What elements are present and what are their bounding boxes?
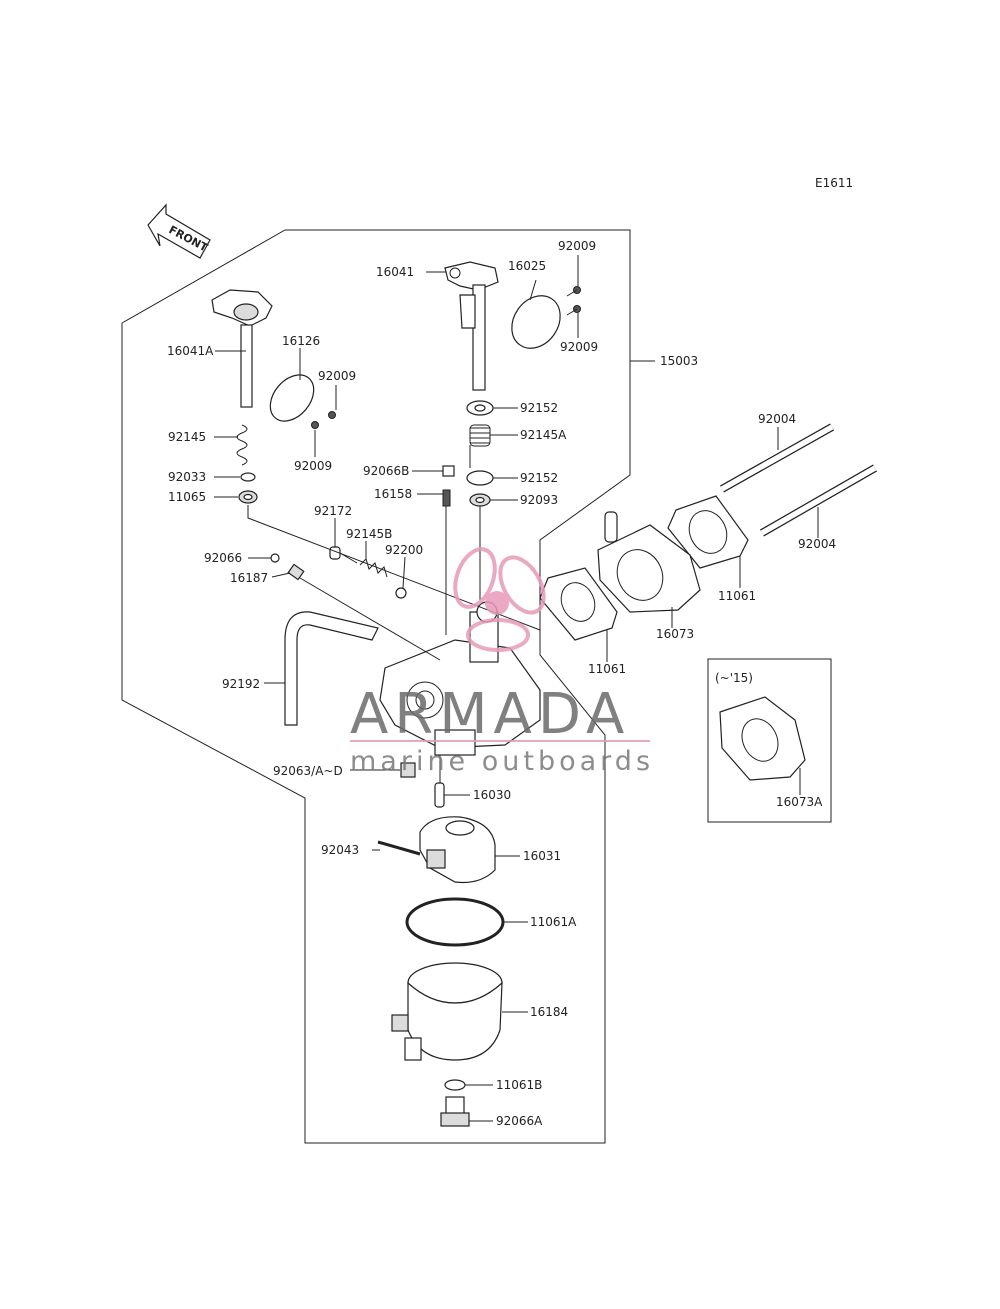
- part-label-92172: 92172: [314, 504, 352, 518]
- part-label-11061B: 11061B: [496, 1078, 542, 1092]
- throttle-shaft-part: [444, 261, 499, 391]
- part-label-92033: 92033: [168, 470, 206, 484]
- idle-spring-part: [359, 558, 388, 578]
- float-bowl-part: [391, 962, 503, 1061]
- part-label-92152: 92152: [520, 471, 558, 485]
- part-label-92145B: 92145B: [346, 527, 392, 541]
- choke-shaft-part: [211, 289, 273, 408]
- part-label-92066: 92066: [204, 551, 242, 565]
- carburetor-insulator-inset: [719, 696, 806, 781]
- part-label-16030: 16030: [473, 788, 511, 802]
- drain-bolt-part: [440, 1096, 470, 1127]
- clip-part: [240, 472, 256, 482]
- float-part: [419, 816, 496, 884]
- inset-note: (~'15): [715, 671, 753, 685]
- part-label-92009: 92009: [318, 369, 356, 383]
- part-label-92009: 92009: [560, 340, 598, 354]
- propeller-logo-icon: [453, 547, 546, 652]
- screw-part: [328, 411, 336, 419]
- leader-lines: [214, 255, 819, 1122]
- part-label-16187: 16187: [230, 571, 268, 585]
- part-label-16025: 16025: [508, 259, 546, 273]
- screw-part: [311, 421, 319, 429]
- part-label-92145: 92145: [168, 430, 206, 444]
- part-label-92066B: 92066B: [363, 464, 409, 478]
- main-jet-part: [400, 762, 416, 778]
- float-bowl-gasket: [405, 897, 505, 947]
- pilot-jet-part: [287, 563, 305, 581]
- part-label-16041A: 16041A: [167, 344, 214, 358]
- stud-bolt-lower: [760, 464, 877, 537]
- part-label-16073: 16073: [656, 627, 694, 641]
- part-label-15003: 15003: [660, 354, 698, 368]
- part-label-92043: 92043: [321, 843, 359, 857]
- screw-parts-upper-right: [566, 286, 581, 316]
- spring-part-right: [469, 424, 491, 447]
- part-label-92009: 92009: [294, 459, 332, 473]
- inset-box: [707, 658, 832, 823]
- part-label-16073A: 16073A: [776, 795, 823, 809]
- part-label-92145A: 92145A: [520, 428, 567, 442]
- carburetor-insulator-part: [597, 511, 701, 613]
- part-label-16184: 16184: [530, 1005, 568, 1019]
- part-label-92009: 92009: [558, 239, 596, 253]
- front-arrow-icon: FRONT: [147, 203, 211, 259]
- choke-valve-plate: [269, 374, 315, 422]
- o-ring-small: [270, 553, 280, 563]
- part-label-16158: 16158: [374, 487, 412, 501]
- drain-washer-part: [444, 1079, 466, 1091]
- part-label-92063: 92063/A~D: [273, 764, 343, 778]
- plug-part: [442, 465, 455, 477]
- watermark-brand: ARMADA: [350, 682, 630, 747]
- part-label-11061: 11061: [588, 662, 626, 676]
- insulator-gasket-left: [539, 567, 618, 641]
- collar-part-lower: [466, 470, 494, 486]
- emulsion-tube-part: [434, 782, 445, 808]
- assembly-outline: [121, 229, 631, 1144]
- float-pin-part: [377, 840, 421, 856]
- carburetor-body-part: [379, 601, 541, 756]
- part-label-11061: 11061: [718, 589, 756, 603]
- fuel-hose-part: [284, 611, 379, 726]
- part-label-92066A: 92066A: [496, 1114, 543, 1128]
- part-number-labels: 16041 16025 92009 92009 15003 16041A 161…: [167, 239, 836, 1128]
- diagram-code: E1611: [815, 176, 853, 190]
- part-label-92152: 92152: [520, 401, 558, 415]
- part-label-11065: 11065: [168, 490, 206, 504]
- part-label-92192: 92192: [222, 677, 260, 691]
- part-label-16126: 16126: [282, 334, 320, 348]
- throttle-valve-plate: [511, 295, 561, 349]
- part-label-92004: 92004: [758, 412, 796, 426]
- needle-part: [442, 489, 451, 507]
- washer-part: [395, 587, 407, 599]
- part-label-16031: 16031: [523, 849, 561, 863]
- part-label-11061A: 11061A: [530, 915, 577, 929]
- stud-bolt-upper: [720, 423, 834, 493]
- spring-part-left: [236, 424, 248, 466]
- part-label-92093: 92093: [520, 493, 558, 507]
- part-label-92004: 92004: [798, 537, 836, 551]
- part-label-16041: 16041: [376, 265, 414, 279]
- part-label-92200: 92200: [385, 543, 423, 557]
- watermark: ARMADA marine outboards: [350, 547, 654, 777]
- watermark-tagline: marine outboards: [350, 746, 654, 777]
